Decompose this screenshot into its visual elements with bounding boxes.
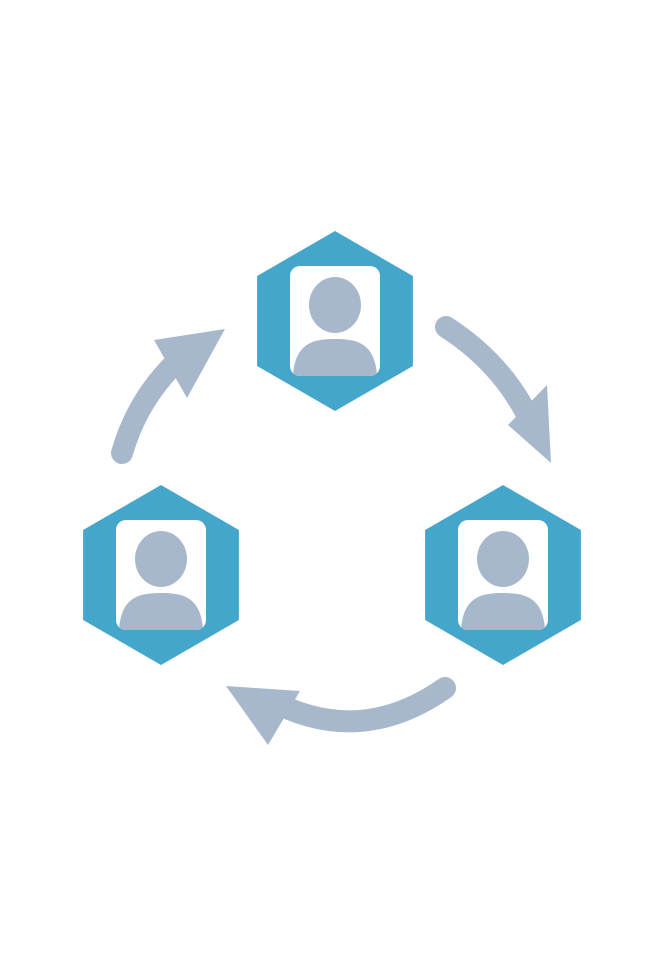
arrows-layer	[111, 316, 551, 745]
user-icon	[293, 277, 377, 376]
user-node-left	[83, 485, 239, 665]
curved-arrow-icon	[435, 316, 551, 463]
nodes-layer	[83, 231, 581, 665]
user-node-right	[425, 485, 581, 665]
user-node-top	[257, 231, 413, 411]
user-icon	[119, 531, 203, 630]
curved-arrow-icon	[226, 677, 456, 745]
user-icon	[461, 531, 545, 630]
curved-arrow-icon	[111, 329, 225, 464]
